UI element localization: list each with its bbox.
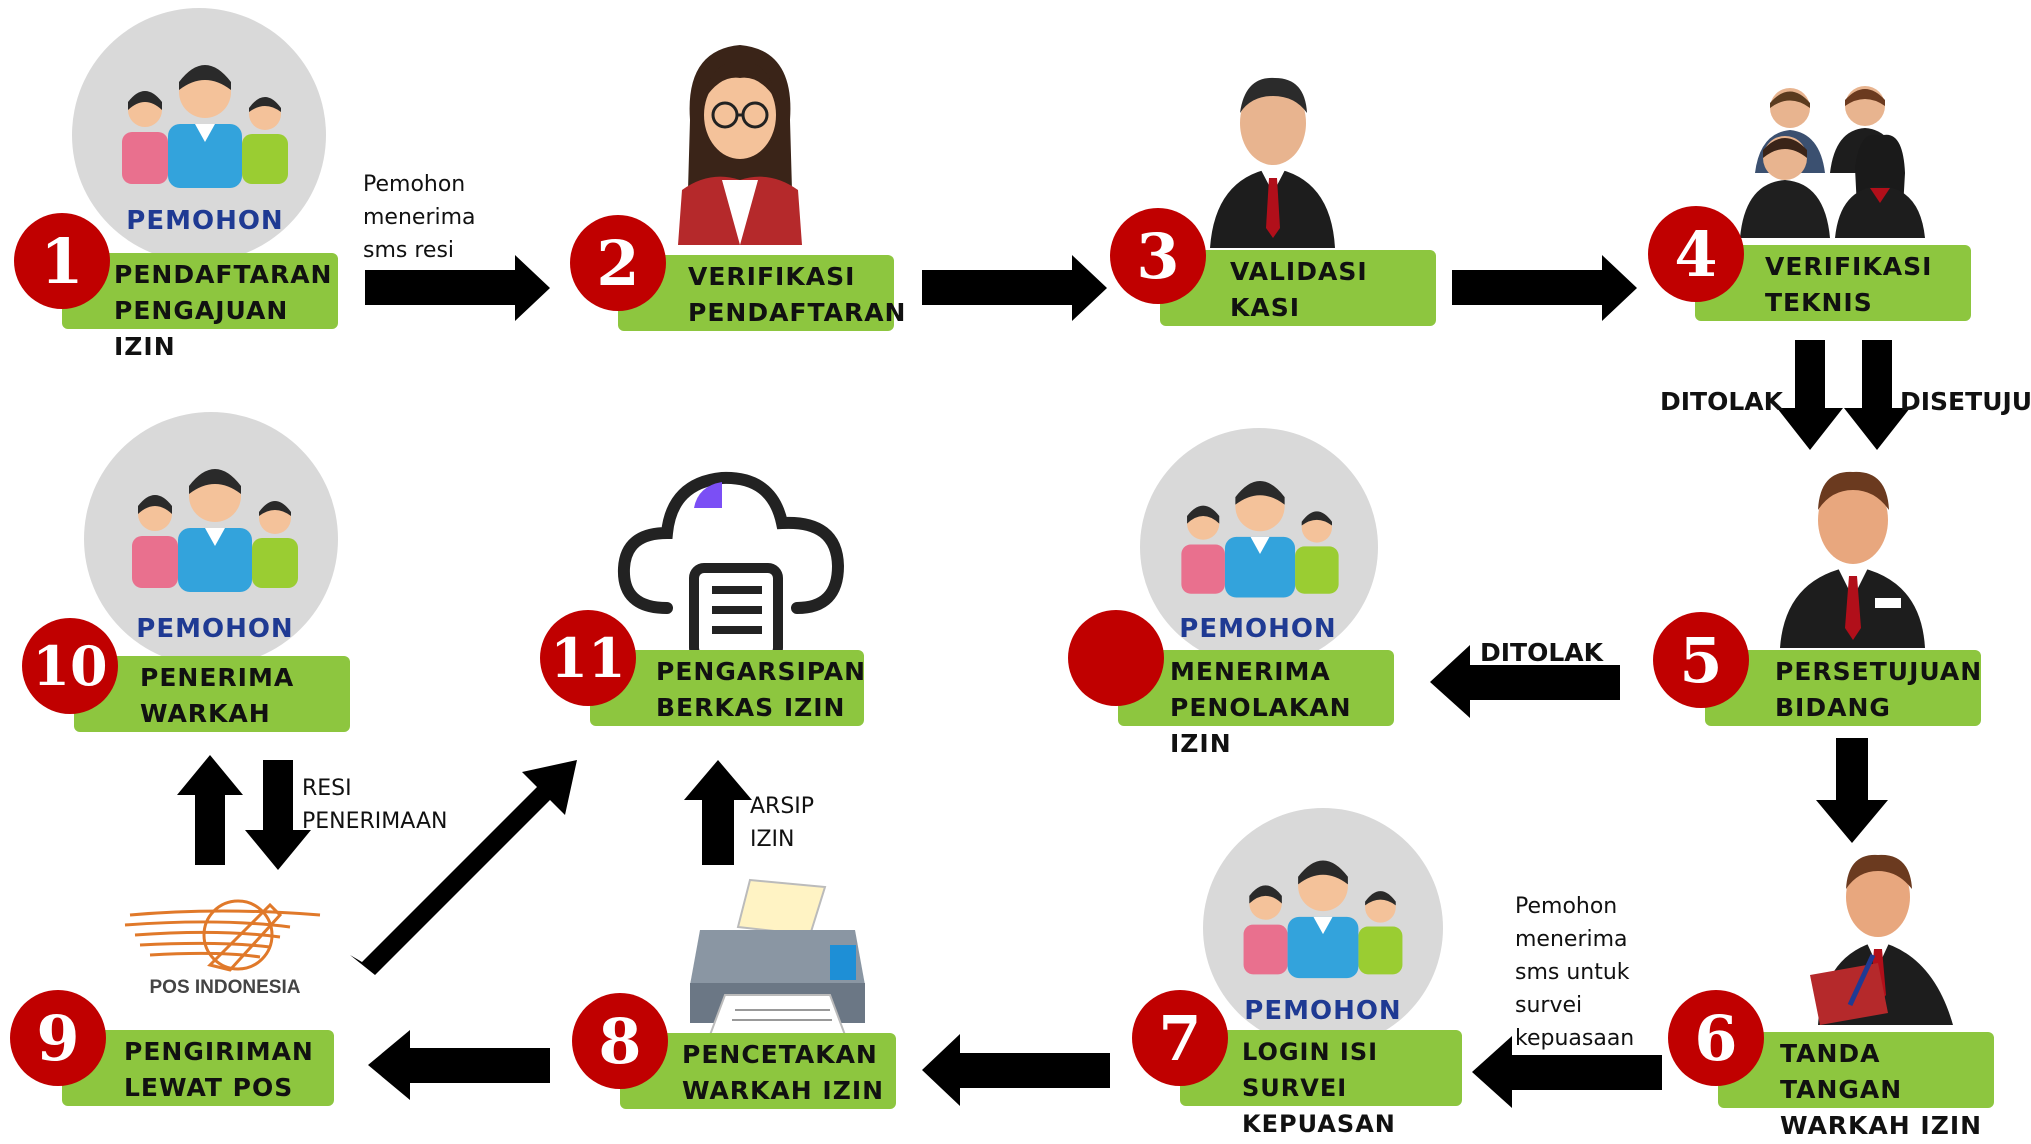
arrow-10-9-down — [245, 760, 311, 870]
cloud-document-icon — [617, 471, 845, 658]
signing-man-icon — [1810, 854, 1953, 1025]
pemohon-caption-reject: PEMOHON — [1179, 614, 1337, 644]
step-3-line2: KASI — [1230, 293, 1301, 322]
step-4-line2: TEKNIS — [1765, 288, 1873, 317]
step-1-label: PENDAFTARAN PENGAJUAN IZIN — [62, 253, 338, 361]
woman-officer-icon — [678, 45, 802, 245]
label-ditolak-mid: DITOLAK — [1480, 638, 1604, 667]
arrow-4-down-right — [1844, 340, 1910, 450]
step-7-line1: LOGIN ISI SURVEI — [1242, 1038, 1379, 1102]
step-8-line1: PENCETAKAN — [682, 1040, 878, 1069]
step-6-line1: TANDA TANGAN — [1780, 1039, 1903, 1104]
reject-line1: MENERIMA — [1170, 657, 1331, 686]
step-5-badge: 5 — [1653, 612, 1749, 708]
people-group-icon — [1181, 481, 1339, 598]
arrow-5-reject — [1430, 645, 1620, 718]
step-2-line2: PENDAFTARAN — [688, 298, 907, 327]
businessman-icon — [1210, 77, 1335, 248]
arrow-3-4 — [1452, 255, 1637, 321]
note-sms-survei-line: sms untuk — [1515, 960, 1630, 985]
step-6-line2: WARKAH IZIN — [1780, 1111, 1983, 1140]
printer-icon — [690, 878, 865, 1035]
step-9-label: PENGIRIMAN LEWAT POS — [62, 1030, 334, 1106]
step-9-line2: LEWAT POS — [124, 1073, 294, 1102]
pemohon-caption-1: PEMOHON — [126, 206, 284, 236]
step-1-badge: 1 — [14, 213, 110, 309]
step-11-badge: 11 — [540, 610, 636, 706]
note-sms-survei-line: Pemohon — [1515, 894, 1618, 919]
manager-icon — [1780, 471, 1925, 648]
step-5-label: PERSETUJUAN BIDANG — [1705, 650, 1981, 726]
pos-logo-text: POS INDONESIA — [150, 977, 301, 998]
arrow-4-down-left — [1777, 340, 1843, 450]
step-4-line1: VERIFIKASI — [1765, 252, 1933, 281]
step-9-badge: 9 — [10, 990, 106, 1086]
step-1-line2: PENGAJUAN IZIN — [114, 296, 289, 361]
note-sms-survei-line: menerima — [1515, 927, 1628, 952]
step-11-line1: PENGARSIPAN — [656, 657, 867, 686]
pemohon-caption-7: PEMOHON — [1244, 996, 1402, 1026]
step-9-line1: PENGIRIMAN — [124, 1037, 314, 1066]
label-ditolak-top: DITOLAK — [1660, 387, 1784, 416]
note-arsip: ARSIP IZIN — [750, 790, 814, 856]
note-sms-resi-line: Pemohon — [363, 172, 466, 197]
step-8-badge: 8 — [572, 993, 668, 1089]
arrow-8-9 — [368, 1030, 550, 1100]
step-7-line2: KEPUASAN — [1242, 1110, 1396, 1138]
step-10-line2: WARKAH — [140, 699, 271, 728]
step-6-badge: 6 — [1668, 990, 1764, 1086]
step-5-line1: PERSETUJUAN — [1775, 657, 1983, 686]
note-sms-resi: Pemohon menerima sms resi — [363, 168, 476, 267]
step-11-line2: BERKAS IZIN — [656, 693, 846, 722]
note-arsip-line: IZIN — [750, 827, 795, 852]
step-10-label: PENERIMA WARKAH — [74, 656, 350, 732]
step-2-line1: VERIFIKASI — [688, 262, 856, 291]
reject-label: MENERIMA PENOLAKAN IZIN — [1118, 650, 1394, 758]
note-resi-line: PENERIMAAN — [302, 809, 448, 834]
reject-line2: PENOLAKAN IZIN — [1170, 693, 1352, 758]
note-sms-survei-line: kepuasaan — [1515, 1026, 1635, 1051]
pemohon-caption-10: PEMOHON — [136, 614, 294, 644]
arrow-7-8 — [922, 1034, 1110, 1106]
note-sms-resi-line: sms resi — [363, 238, 455, 263]
team-meeting-icon — [1740, 86, 1925, 238]
step-7-label: LOGIN ISI SURVEI KEPUASAN — [1180, 1030, 1462, 1138]
note-sms-survei: Pemohon menerima sms untuk survei kepuas… — [1515, 890, 1634, 1055]
note-resi-line: RESI — [302, 776, 352, 801]
arrow-9-10-up — [177, 755, 243, 865]
arrow-8-11 — [684, 760, 752, 865]
flow-diagram: PEMOHON PENDAFTARAN PENGAJUAN IZIN 1 Pem… — [10, 8, 2031, 1140]
step-10-line1: PENERIMA — [140, 663, 295, 692]
pos-indonesia-logo: POS INDONESIA — [124, 899, 321, 998]
arrow-5-6 — [1816, 738, 1888, 843]
arrows-layer — [177, 255, 1910, 1108]
step-7-badge: 7 — [1132, 990, 1228, 1086]
step-5-line2: BIDANG — [1775, 693, 1891, 722]
note-arsip-line: ARSIP — [750, 794, 815, 819]
note-sms-survei-line: survei — [1515, 993, 1583, 1018]
step-8-line2: WARKAH IZIN — [682, 1076, 885, 1105]
people-group-icon — [1243, 860, 1403, 979]
arrow-9-11 — [350, 760, 577, 975]
step-3-badge: 3 — [1110, 208, 1206, 304]
step-1-line1: PENDAFTARAN — [114, 260, 333, 289]
arrow-6-7 — [1472, 1036, 1662, 1108]
step-4-badge: 4 — [1648, 206, 1744, 302]
step-10-badge: 10 — [22, 618, 118, 714]
note-sms-resi-line: menerima — [363, 205, 476, 230]
people-group-icon — [122, 65, 288, 188]
step-3-line1: VALIDASI — [1230, 257, 1368, 286]
label-disetujui: DISETUJUI — [1900, 387, 2031, 416]
step-4-label: VERIFIKASI TEKNIS — [1695, 245, 1971, 321]
people-group-icon — [132, 469, 298, 592]
reject-badge — [1068, 610, 1164, 706]
step-3-label: VALIDASI KASI — [1160, 250, 1436, 326]
arrow-1-2 — [365, 255, 550, 321]
note-resi: RESI PENERIMAAN — [302, 772, 447, 838]
arrow-2-3 — [922, 255, 1107, 321]
step-2-badge: 2 — [570, 215, 666, 311]
